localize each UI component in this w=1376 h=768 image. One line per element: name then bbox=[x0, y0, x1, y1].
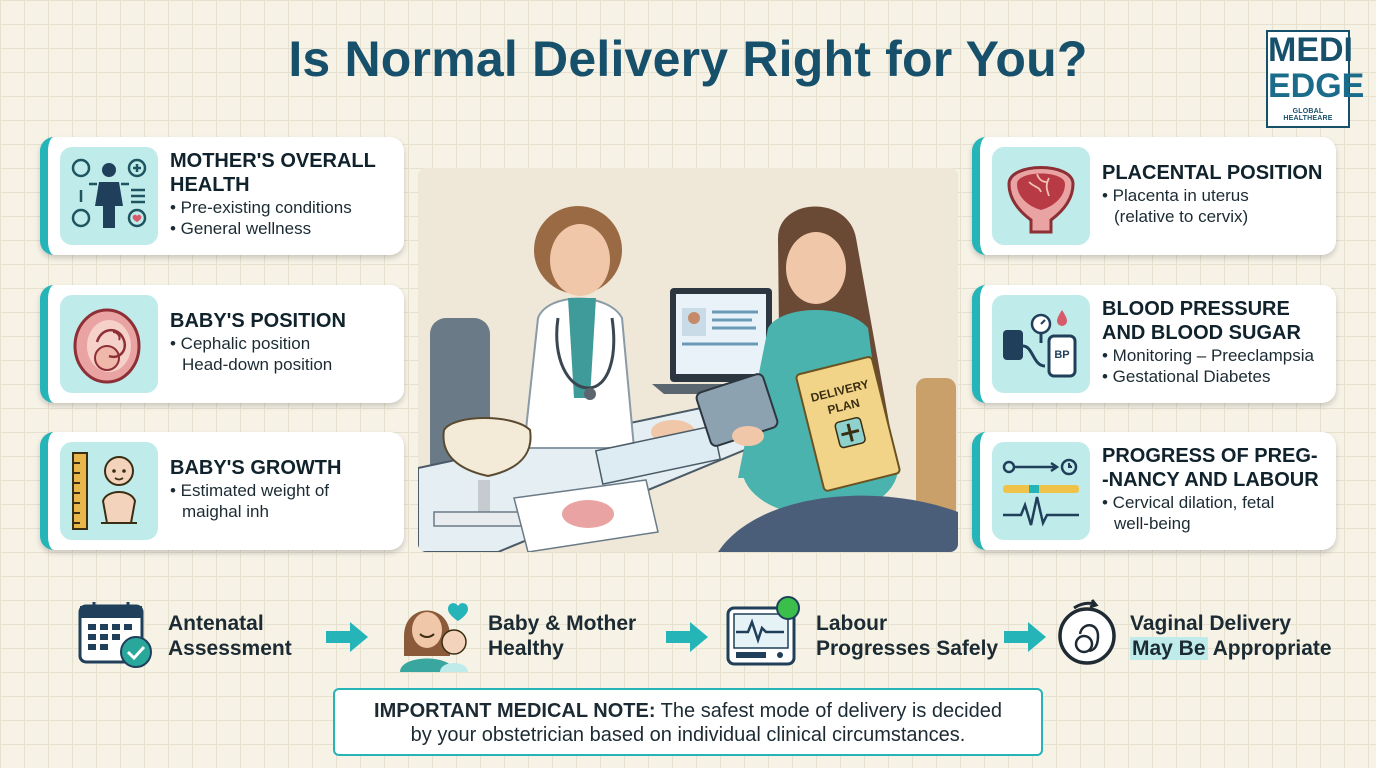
calendar-check-icon bbox=[76, 598, 156, 675]
card-progress-labour: PROGRESS OF PREG- -NANCY AND LABOUR • Ce… bbox=[972, 432, 1336, 550]
note-text: by your obstetrician based on individual… bbox=[410, 724, 966, 746]
flow-step-baby-mother: Baby & Mother Healthy bbox=[396, 596, 636, 676]
flow-step-line: Antenatal bbox=[168, 612, 264, 635]
card-line: maighal inh bbox=[182, 502, 269, 521]
card-line: • Gestational Diabetes bbox=[1102, 367, 1271, 386]
card-heading: BABY'S POSITION bbox=[170, 310, 346, 332]
card-line: • General wellness bbox=[170, 219, 312, 238]
flow-step-line: Labour bbox=[816, 612, 888, 635]
logo-line1: MEDI bbox=[1268, 31, 1353, 69]
card-line: • Placenta in uterus bbox=[1102, 186, 1249, 205]
flow-step-line: Vaginal Delivery bbox=[1130, 612, 1292, 635]
card-babys-position: BABY'S POSITION • Cephalic position Head… bbox=[40, 285, 404, 403]
labour-progress-icon bbox=[992, 442, 1090, 540]
logo-line2: EDGE bbox=[1268, 67, 1365, 105]
fetus-circle-icon bbox=[1056, 598, 1118, 675]
card-line: well-being bbox=[1114, 514, 1191, 533]
flow-step-line: Healthy bbox=[488, 637, 564, 660]
flow-step-vaginal-delivery: Vaginal Delivery May Be Appropriate bbox=[1056, 596, 1332, 676]
consultation-illustration: DELIVERY PLAN bbox=[418, 168, 958, 552]
card-heading: BLOOD PRESSURE AND BLOOD SUGAR bbox=[1102, 298, 1301, 344]
card-line: • Cervical dilation, fetal bbox=[1102, 493, 1275, 512]
baby-growth-icon bbox=[60, 442, 158, 540]
mother-baby-icon bbox=[396, 596, 476, 677]
placenta-icon bbox=[992, 147, 1090, 245]
medical-note: IMPORTANT MEDICAL NOTE: The safest mode … bbox=[333, 688, 1043, 756]
flow-step-line: Baby & Mother bbox=[488, 612, 637, 635]
card-mothers-health: MOTHER'S OVERALL HEALTH • Pre-existing c… bbox=[40, 137, 404, 255]
flow-step-line: Appropriate bbox=[1207, 637, 1332, 660]
health-icon bbox=[60, 147, 158, 245]
flow-step-antenatal: Antenatal Assessment bbox=[76, 596, 292, 676]
bp-label: BP bbox=[1054, 349, 1069, 361]
blood-pressure-icon: BP bbox=[992, 295, 1090, 393]
flow-arrow-icon bbox=[1002, 620, 1048, 659]
card-heading: BABY'S GROWTH bbox=[170, 457, 342, 479]
note-text: The safest mode of delivery is decided bbox=[655, 700, 1002, 722]
flow-step-line: Progresses Safely bbox=[816, 637, 999, 660]
card-line: (relative to cervix) bbox=[1114, 207, 1249, 226]
flow-step-labour: Labour Progresses Safely bbox=[724, 595, 999, 677]
card-babys-growth: BABY'S GROWTH • Estimated weight of maig… bbox=[40, 432, 404, 550]
flow-step-line: Assessment bbox=[168, 637, 292, 660]
monitor-icon bbox=[724, 595, 804, 677]
note-label: IMPORTANT MEDICAL NOTE: bbox=[374, 700, 656, 722]
card-line: • Cephalic position bbox=[170, 334, 311, 353]
logo-tagline: GLOBAL HEALTHEARE bbox=[1283, 108, 1333, 122]
card-line: Head-down position bbox=[182, 355, 333, 374]
highlighted-text: May Be bbox=[1130, 637, 1208, 660]
card-line: • Pre-existing conditions bbox=[170, 198, 352, 217]
card-heading: PLACENTAL POSITION bbox=[1102, 162, 1323, 184]
card-placental-position: PLACENTAL POSITION • Placenta in uterus … bbox=[972, 137, 1336, 255]
card-line: • Estimated weight of bbox=[170, 481, 330, 500]
card-heading: MOTHER'S OVERALL HEALTH bbox=[170, 150, 376, 196]
brand-logo: MEDI EDGE GLOBAL HEALTHEARE bbox=[1266, 30, 1365, 128]
card-blood-pressure-sugar: BP BLOOD PRESSURE AND BLOOD SUGAR • Moni… bbox=[972, 285, 1336, 403]
flow-arrow-icon bbox=[324, 620, 370, 659]
flow-arrow-icon bbox=[664, 620, 710, 659]
card-line: • Monitoring – Preeclampsia bbox=[1102, 346, 1314, 365]
page-title: Is Normal Delivery Right for You? bbox=[288, 31, 1088, 87]
fetus-icon bbox=[60, 295, 158, 393]
card-heading: PROGRESS OF PREG- -NANCY AND LABOUR bbox=[1102, 445, 1319, 491]
